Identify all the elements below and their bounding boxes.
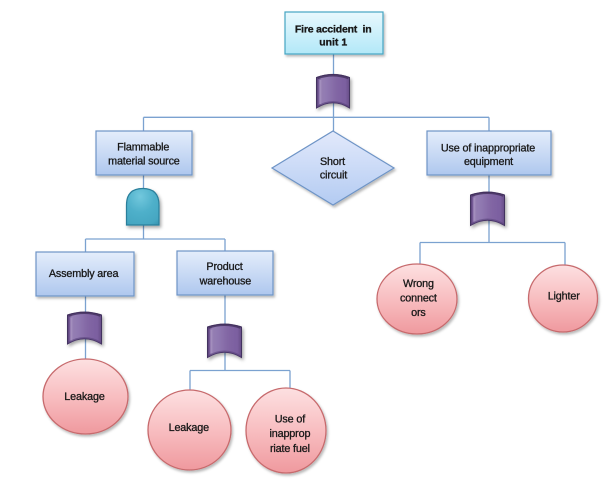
svg-text:Fire accident in: Fire accident in: [295, 23, 372, 35]
svg-text:circuit: circuit: [320, 170, 347, 182]
svg-text:equipment: equipment: [464, 156, 513, 168]
svg-text:connect: connect: [400, 292, 437, 304]
svg-text:unit 1: unit 1: [319, 37, 347, 49]
svg-text:ors: ors: [411, 307, 426, 319]
svg-text:Short: Short: [320, 156, 345, 168]
svg-text:material source: material source: [108, 156, 180, 168]
svg-text:Assembly area: Assembly area: [49, 268, 119, 280]
svg-text:Lighter: Lighter: [548, 291, 581, 303]
svg-text:Product: Product: [206, 261, 242, 273]
svg-text:Flammable: Flammable: [117, 141, 169, 153]
svg-text:Leakage: Leakage: [64, 391, 105, 403]
svg-text:warehouse: warehouse: [199, 275, 252, 287]
svg-text:Use of inappropriate: Use of inappropriate: [441, 142, 535, 154]
svg-text:inapprop: inapprop: [269, 428, 310, 440]
svg-text:Leakage: Leakage: [169, 422, 210, 434]
svg-text:Use of: Use of: [275, 413, 306, 425]
svg-text:Wrong: Wrong: [403, 278, 434, 290]
svg-text:riate fuel: riate fuel: [270, 443, 310, 455]
